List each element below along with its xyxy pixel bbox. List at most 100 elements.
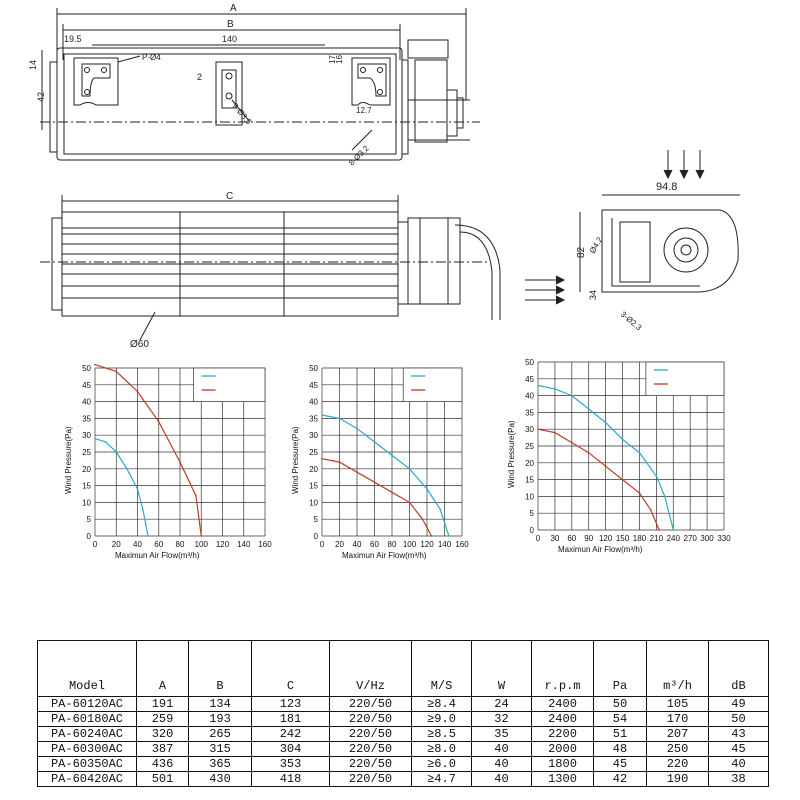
y-tick-label: 0 (530, 526, 535, 535)
dim-b-label: B (227, 19, 234, 30)
x-tick-label: 180 (633, 534, 647, 543)
y-axis-label: Wind Pressure(Pa) (291, 426, 300, 494)
table-cell: 220/50 (329, 696, 412, 712)
data-point (200, 535, 203, 537)
data-point (621, 438, 624, 441)
data-point (338, 417, 341, 420)
data-point (587, 408, 590, 410)
x-tick-label: 140 (237, 540, 251, 549)
table-cell: 48 (593, 741, 647, 757)
data-point (179, 461, 181, 463)
x-tick-label: 40 (133, 540, 142, 549)
x-tick-label: 90 (584, 534, 593, 543)
data-point (142, 508, 144, 510)
table-cell: 220/50 (329, 771, 412, 787)
x-tick-label: 80 (388, 540, 397, 549)
table-cell: 2200 (531, 726, 594, 742)
x-tick-label: 30 (550, 534, 559, 543)
table-cell: 2400 (531, 711, 594, 727)
dim-8-phi3-2: 8-Ø3.2 (347, 143, 371, 167)
data-point (104, 441, 107, 443)
dim-17: 17 (328, 55, 337, 64)
table-cell: 365 (188, 756, 252, 772)
header-watt: W (471, 640, 532, 697)
data-point (571, 441, 573, 444)
data-point (126, 468, 128, 470)
x-tick-label: 160 (258, 540, 272, 549)
table-cell: 24 (471, 696, 532, 712)
table-cell: 501 (136, 771, 189, 787)
data-point (94, 363, 96, 366)
table-cell: 315 (188, 741, 252, 757)
header-speed: M/S (411, 640, 472, 697)
x-tick-label: 60 (567, 534, 576, 543)
data-point (157, 420, 160, 423)
legend-box (645, 361, 725, 396)
data-point (571, 394, 573, 397)
x-tick-label: 150 (616, 534, 630, 543)
table-cell: 418 (251, 771, 330, 787)
dim-94-8: 94.8 (656, 181, 677, 193)
header-c: C (251, 640, 330, 697)
table-header-row: Model A B C V/Hz M/S W r.p.m Pa m³/h dB (37, 640, 769, 697)
table-cell: ≥4.7 (411, 771, 472, 787)
data-point (391, 454, 393, 457)
x-tick-label: 330 (717, 534, 731, 543)
dim-phi60: Ø60 (130, 339, 149, 350)
y-tick-label: 0 (87, 532, 92, 541)
x-tick-label: 0 (536, 534, 541, 543)
table-cell: 42 (593, 771, 647, 787)
data-point (408, 468, 411, 470)
header-noise: dB (708, 640, 769, 697)
header-pressure: Pa (593, 640, 647, 697)
y-tick-label: 15 (82, 482, 91, 491)
x-tick-label: 300 (700, 534, 714, 543)
dim-19-5: 19.5 (64, 34, 82, 44)
table-cell: 259 (136, 711, 189, 727)
table-cell: 32 (471, 711, 532, 727)
table-cell: 220/50 (329, 741, 412, 757)
y-tick-label: 25 (82, 448, 91, 457)
data-point (554, 431, 556, 434)
dim-12-7: 12.7 (356, 106, 372, 115)
table-cell: 50 (708, 711, 769, 727)
y-tick-label: 30 (82, 431, 91, 440)
x-tick-label: 210 (650, 534, 664, 543)
header-model: Model (37, 640, 137, 697)
header-b: B (188, 640, 252, 697)
table-cell: 250 (646, 741, 709, 757)
technical-drawings: A B 19.5 140 14 42 2 17 16 12.7 (28, 3, 740, 350)
table-cell: 220/50 (329, 756, 412, 772)
x-tick-label: 100 (403, 540, 417, 549)
dim-34: 34 (588, 290, 598, 300)
table-cell: ≥9.0 (411, 711, 472, 727)
x-tick-label: 120 (420, 540, 434, 549)
data-point (537, 384, 539, 387)
data-point (136, 488, 139, 490)
y-tick-label: 30 (309, 431, 318, 440)
table-cell: 54 (593, 711, 647, 727)
x-tick-label: 40 (353, 540, 362, 549)
x-tick-label: 60 (370, 540, 379, 549)
table-cell: 45 (593, 756, 647, 772)
data-point (587, 451, 590, 454)
x-axis-label: Maximun Air Flow(m³/h) (342, 551, 427, 560)
table-cell: 170 (646, 711, 709, 727)
data-point (136, 390, 139, 393)
dim-16: 16 (335, 55, 344, 64)
y-tick-label: 45 (525, 375, 534, 384)
data-point (554, 388, 556, 390)
dim-82: 82 (576, 246, 587, 258)
header-voltage: V/Hz (329, 640, 412, 697)
table-cell: 265 (188, 726, 252, 742)
y-tick-label: 50 (82, 364, 91, 373)
data-point (649, 509, 652, 511)
y-tick-label: 15 (525, 476, 534, 485)
table-cell: ≥8.4 (411, 696, 472, 712)
